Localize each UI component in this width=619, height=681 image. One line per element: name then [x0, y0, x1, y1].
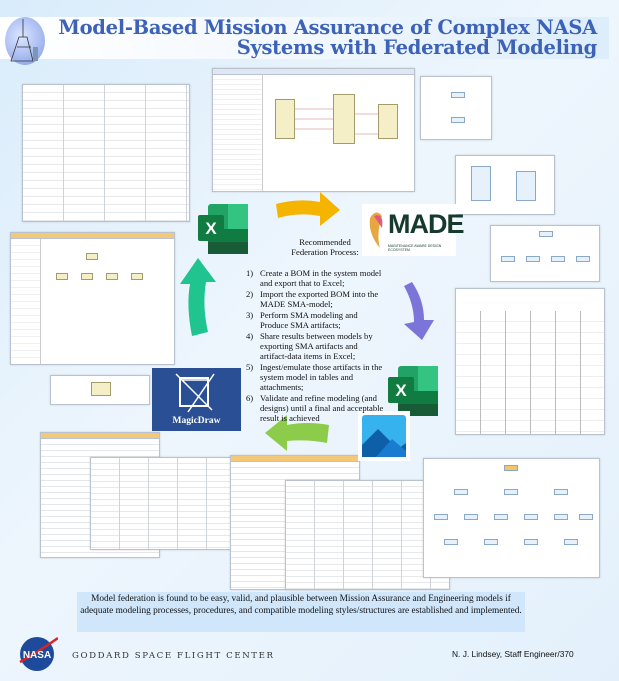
class-diagram-screenshot [50, 375, 150, 405]
process-step: 4)Share results between models by export… [246, 331, 373, 361]
heading-line-1: Recommended [299, 237, 351, 247]
title-line-2: Systems with Federated Modeling [236, 36, 598, 59]
block-diagram-screenshot [420, 76, 492, 140]
internal-block-diagram-screenshot [455, 155, 555, 215]
spreadsheet-screenshot [22, 84, 190, 222]
sma-report-screenshot [455, 288, 605, 435]
system-model-screenshot [212, 68, 415, 192]
made-logo: MADE MAINTENANCE AWARE DESIGN ECOSYSTEM [362, 204, 464, 256]
magicdraw-logo: MagicDraw [152, 368, 241, 431]
process-steps: 1)Create a BOM in the system model and e… [246, 268, 386, 423]
heading-line-2: Federation Process: [291, 247, 359, 257]
fmea-table-screenshot [285, 480, 450, 590]
arrow-down-purple-icon [404, 282, 434, 340]
process-step: 6)Validate and refine modeling (and desi… [246, 393, 384, 423]
process-step: 3)Perform SMA modeling and Produce SMA a… [246, 310, 358, 330]
arrow-left-green-icon [265, 415, 329, 451]
poster-title: Model-Based Mission Assurance of Complex… [58, 18, 597, 58]
magicdraw-logo-text: MagicDraw [172, 416, 221, 426]
svg-text:NASA: NASA [23, 650, 51, 661]
svg-text:X: X [205, 219, 217, 238]
process-step: 2)Import the exported BOM into the MADE … [246, 289, 379, 309]
magicdraw-screenshot [10, 232, 175, 365]
image-icon [358, 411, 410, 461]
title-line-1: Model-Based Mission Assurance of Complex… [58, 16, 597, 39]
rocket-logo-icon [5, 17, 45, 65]
goddard-label: GODDARD SPACE FLIGHT CENTER [72, 651, 275, 661]
title-band [0, 17, 609, 59]
tree-diagram-screenshot [490, 225, 600, 282]
process-step: 5) Ingest/emulate those artifacts in the… [246, 362, 383, 392]
nasa-logo: NASA [18, 634, 59, 674]
excel-icon: X [196, 202, 250, 256]
process-step: 1)Create a BOM in the system model and e… [246, 268, 382, 288]
excel-icon: X [386, 364, 440, 418]
conclusion-box: Model federation is found to be easy, va… [77, 592, 525, 632]
org-chart-screenshot [423, 458, 600, 578]
made-logo-text: MADE [388, 209, 464, 239]
author-label: N. J. Lindsey, Staff Engineer/370 [452, 649, 574, 659]
svg-text:X: X [395, 381, 407, 400]
made-tagline: MAINTENANCE AWARE DESIGN ECOSYSTEM [388, 244, 442, 252]
arrow-up-teal-icon [180, 258, 216, 336]
arrow-right-yellow-icon [276, 192, 340, 226]
